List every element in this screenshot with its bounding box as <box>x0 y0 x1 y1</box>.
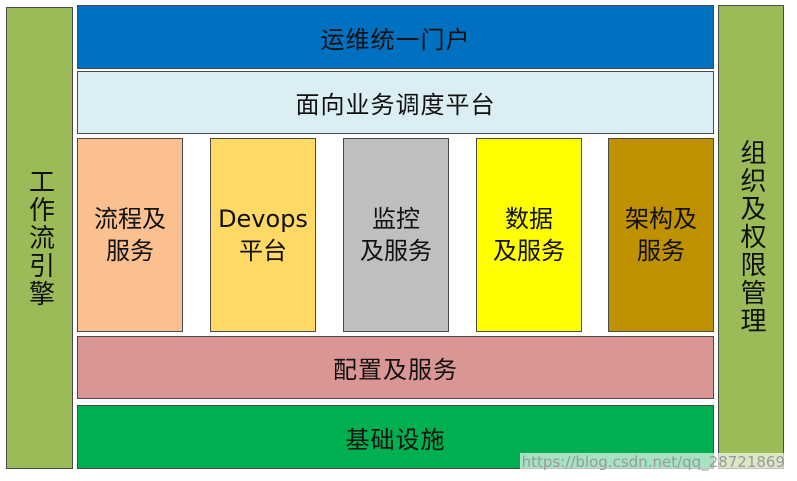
infrastructure-label: 基础设施 <box>345 425 446 454</box>
pillar-data-service: 数据 及服务 <box>476 138 582 332</box>
scheduling-platform-label: 面向业务调度平台 <box>295 91 496 119</box>
watermark-text: https://blog.csdn.net/qq_28721869 <box>519 453 787 471</box>
pillar-label: 监控 及服务 <box>360 205 432 265</box>
pillar-label: Devops 平台 <box>218 205 308 265</box>
config-service-label: 配置及服务 <box>333 356 458 384</box>
pillar-devops-platform: Devops 平台 <box>210 138 316 332</box>
org-permission-label: 组织及权限管理 <box>736 139 766 335</box>
workflow-engine-label: 工作流引擎 <box>24 168 55 308</box>
config-service-band: 配置及服务 <box>77 336 714 399</box>
pillar-monitoring-service: 监控 及服务 <box>343 138 449 332</box>
ops-portal-label: 运维统一门户 <box>320 25 471 54</box>
infrastructure-band: 基础设施 <box>77 405 714 469</box>
pillar-label: 数据 及服务 <box>493 205 565 265</box>
ops-portal-band: 运维统一门户 <box>77 5 714 69</box>
pillar-process-service: 流程及 服务 <box>77 138 183 332</box>
org-permission-panel: 组织及权限管理 <box>718 5 784 469</box>
scheduling-platform-band: 面向业务调度平台 <box>77 71 714 134</box>
workflow-engine-panel: 工作流引擎 <box>6 7 73 469</box>
pillar-architecture-service: 架构及 服务 <box>608 138 714 332</box>
pillar-label: 架构及 服务 <box>625 205 697 265</box>
pillar-label: 流程及 服务 <box>94 205 166 265</box>
